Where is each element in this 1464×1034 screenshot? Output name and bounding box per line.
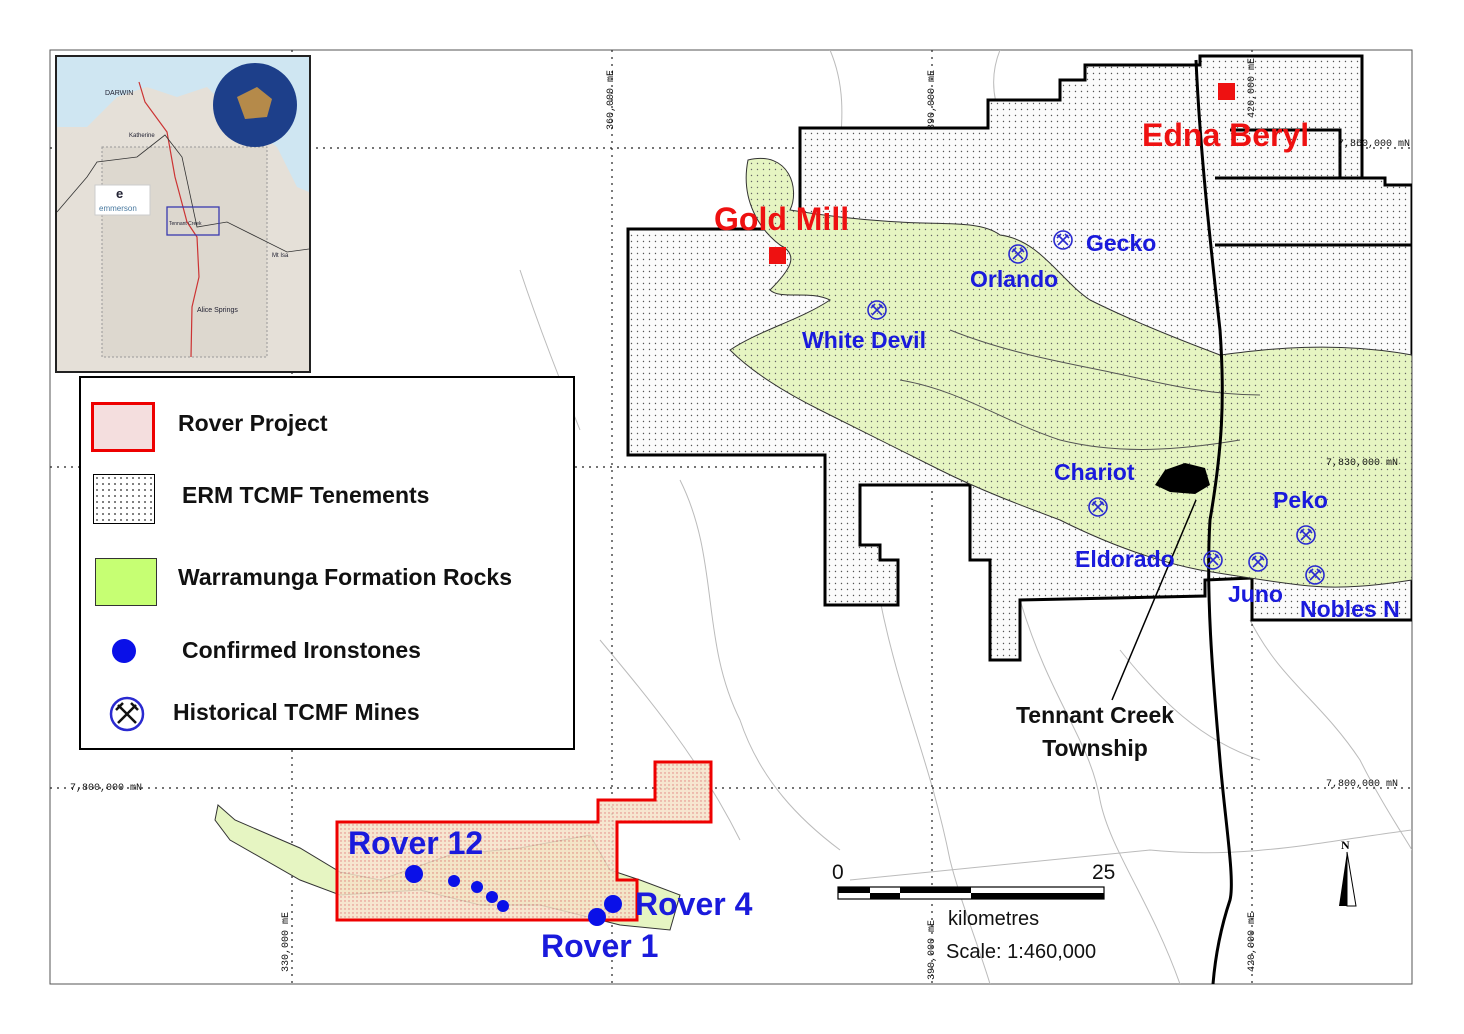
legend-swatch-tenements (93, 474, 155, 524)
edna-beryl-marker[interactable] (1218, 83, 1235, 100)
mine-icon[interactable] (1203, 550, 1223, 570)
scale-end: 25 (1092, 861, 1115, 884)
inset-graphic: e emmerson DARWIN Katherine Tennant Cree… (57, 57, 309, 371)
township-label-line2: Township (1042, 735, 1148, 761)
grid-label-420e-top: 420,000 mE (1247, 58, 1258, 118)
grid-label-390e-top: 390,000 mE (927, 70, 938, 130)
scale-ratio: Scale: 1:460,000 (946, 941, 1096, 963)
scale-bar: 0 25 kilometres Scale: 1:460,000 (832, 861, 1115, 963)
inset-label-darwin: DARWIN (105, 90, 133, 97)
legend-swatch-warramunga (95, 558, 157, 606)
legend-ironstone-icon (112, 639, 136, 663)
legend-swatch-rover-project (91, 402, 155, 452)
ironstone-marker[interactable] (405, 865, 423, 883)
inset-logo-mark: e (116, 186, 123, 201)
mine-label-gecko: Gecko (1086, 230, 1156, 256)
mine-label-orlando: Orlando (970, 266, 1058, 292)
inset-logo: emmerson (99, 204, 137, 213)
legend-label-rover-project: Rover Project (178, 410, 328, 436)
mine-icon[interactable] (1296, 525, 1316, 545)
grid-label-7800n-right: 7,800,000 mN (1326, 779, 1398, 790)
inset-label-tennant-creek: Tennant Creek (169, 221, 202, 227)
mine-icons (867, 230, 1325, 585)
prospect-label-rover-1: Rover 1 (541, 928, 658, 964)
mine-label-eldorado: Eldorado (1075, 546, 1175, 572)
grid-label-7830n: 7,830,000 mN (1326, 458, 1398, 469)
inset-label-alice-springs: Alice Springs (197, 307, 238, 314)
highway (1194, 59, 1233, 984)
legend-mine-icon (109, 696, 145, 732)
township-label-line1: Tennant Creek (1016, 702, 1174, 728)
mine-icon[interactable] (1008, 244, 1028, 264)
grid-label-390e-bottom: 390,000 mE (927, 920, 938, 980)
legend-label-tenements: ERM TCMF Tenements (182, 482, 430, 508)
north-arrow-icon: N (1339, 838, 1357, 907)
ironstone-marker[interactable] (604, 895, 622, 913)
mine-icon[interactable] (1088, 497, 1108, 517)
mine-label-white-devil: White Devil (802, 327, 926, 353)
mine-label-chariot: Chariot (1054, 459, 1135, 485)
legend: Rover Project ERM TCMF Tenements Warramu… (79, 376, 575, 750)
ironstone-marker[interactable] (486, 891, 498, 903)
grid-labels: 330,000 mE 360,000 mE 390,000 mE 420,000… (70, 58, 1410, 980)
mine-label-juno: Juno (1228, 581, 1283, 607)
scale-start: 0 (832, 861, 844, 884)
mine-icon[interactable] (867, 300, 887, 320)
prospect-label-rover-12: Rover 12 (348, 825, 483, 861)
grid-label-7860n: 7,860,000 mN (1338, 139, 1410, 150)
grid-label-360e: 360,000 mE (606, 70, 617, 130)
grid-label-420e-bottom: 420,000 mE (1247, 912, 1258, 972)
legend-label-mines: Historical TCMF Mines (173, 699, 420, 725)
mine-label-peko: Peko (1273, 487, 1328, 513)
legend-label-ironstones: Confirmed Ironstones (182, 637, 421, 663)
ironstones (405, 865, 622, 926)
grid-label-7800n-left: 7,800,000 mN (70, 783, 142, 794)
mine-icon[interactable] (1248, 552, 1268, 572)
inset-label-katherine: Katherine (129, 133, 155, 139)
rover-project[interactable] (335, 760, 713, 922)
location-inset-map: e emmerson DARWIN Katherine Tennant Cree… (55, 55, 311, 373)
edna-beryl-label: Edna Beryl (1142, 117, 1309, 153)
mine-icon[interactable] (1053, 230, 1073, 250)
township-area (1155, 463, 1210, 494)
ironstone-marker[interactable] (497, 900, 509, 912)
ironstone-marker[interactable] (588, 908, 606, 926)
gold-mill-label: Gold Mill (714, 201, 849, 237)
north-label: N (1341, 838, 1350, 852)
mine-label-nobles-n: Nobles N (1300, 596, 1400, 622)
ironstone-marker[interactable] (448, 875, 460, 887)
prospect-label-rover-4: Rover 4 (635, 886, 753, 922)
inset-label-mt-isa: Mt Isa (272, 253, 289, 259)
ironstone-marker[interactable] (471, 881, 483, 893)
warramunga-formation[interactable] (729, 157, 1412, 588)
scale-unit: kilometres (948, 908, 1039, 930)
grid-label-330e: 330,000 mE (281, 912, 292, 972)
mine-icon[interactable] (1305, 565, 1325, 585)
gold-mill-marker[interactable] (769, 247, 786, 264)
legend-label-warramunga: Warramunga Formation Rocks (178, 564, 512, 590)
